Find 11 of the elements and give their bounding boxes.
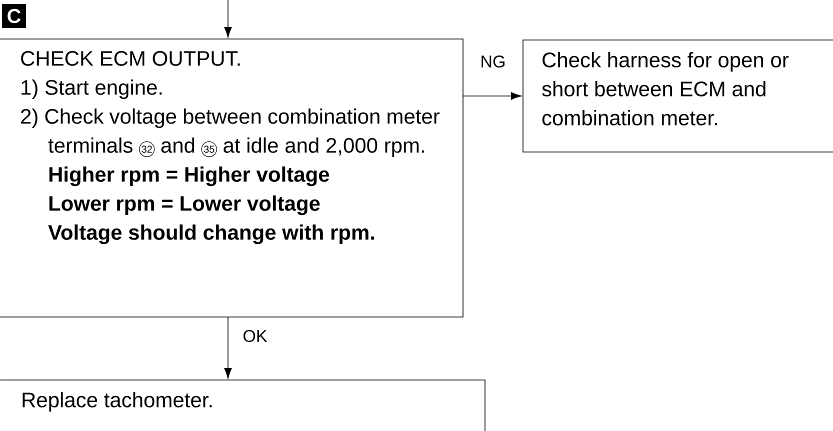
arrow (462, 92, 522, 100)
arrow (224, 316, 232, 379)
process-box: CHECK ECM OUTPUT. 1) Start engine. 2) Check voltage between combination meter terminals 32 and 35 at idle and 2,000 rpm. Higher rpm = Higher voltage Lower rpm = Lower voltage Voltage should change with rpm. (0, 38, 464, 318)
edge-label: NG (479, 54, 507, 69)
arrow (224, 0, 232, 38)
process-box: Check harness for open or short between ECM and combination meter. (522, 40, 833, 152)
section-badge: C (2, 4, 26, 28)
circled-number: 35 (201, 141, 217, 158)
edge-label: OK (242, 328, 268, 343)
circled-number: 32 (139, 141, 155, 158)
process-box: Replace tachometer. (0, 380, 486, 431)
